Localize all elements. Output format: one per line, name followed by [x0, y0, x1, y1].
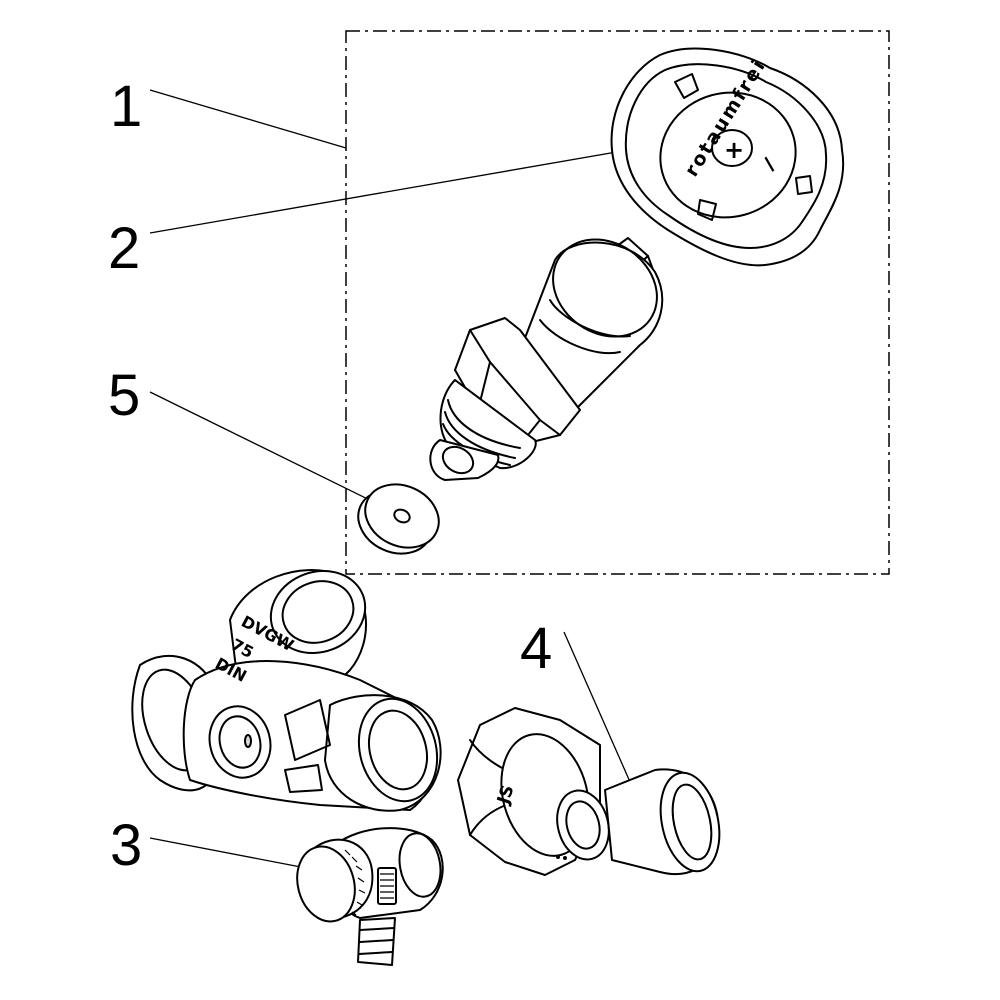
leader-line-4	[563, 631, 639, 801]
callout-5: 5	[108, 363, 391, 511]
callout-number-4: 4	[520, 616, 552, 681]
handwheel-knob: + rotaumfrei —	[610, 47, 845, 267]
assembly-boundary-box	[345, 30, 890, 575]
knob-plus-sign: +	[724, 136, 744, 164]
union-fitting: JS	[457, 707, 721, 876]
leader-line-1	[149, 89, 347, 149]
callout-number-5: 5	[108, 363, 140, 428]
callout-3: 3	[110, 813, 307, 878]
callout-number-1: 1	[110, 74, 142, 139]
valve-headpiece	[429, 237, 664, 481]
callout-2: 2	[108, 149, 629, 281]
leader-line-2	[149, 149, 629, 234]
valve-body: DVGW 75 DIN	[131, 569, 442, 812]
washer	[357, 483, 440, 555]
drain-plug	[296, 827, 444, 966]
leader-line-3	[149, 837, 307, 869]
callout-1: 1	[110, 74, 347, 149]
leader-line-5	[149, 391, 391, 511]
callout-number-3: 3	[110, 813, 142, 878]
callout-4: 4	[520, 616, 639, 801]
callout-number-2: 2	[108, 216, 140, 281]
